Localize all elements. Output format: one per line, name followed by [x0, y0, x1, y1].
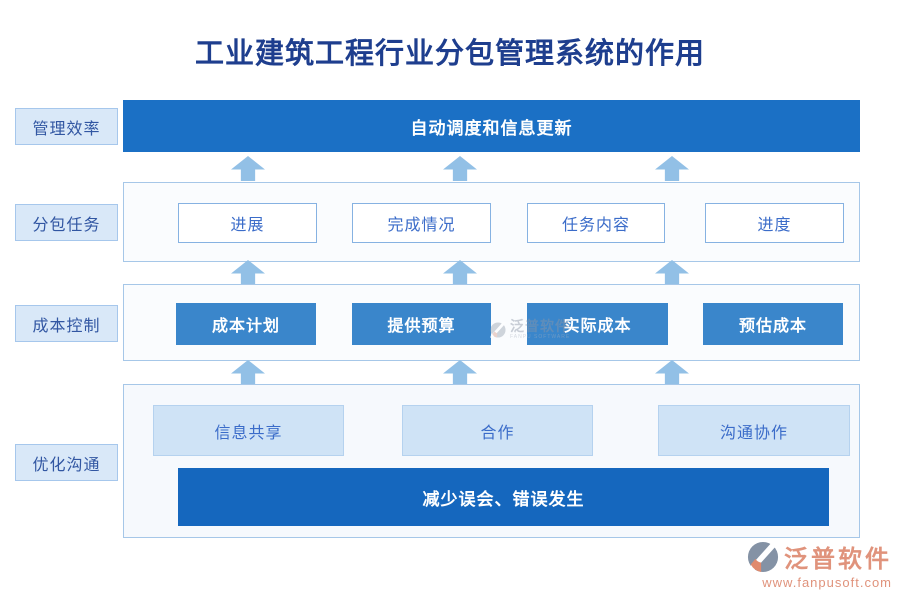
brand-watermark: 泛普软件 www.fanpusoft.com	[747, 539, 892, 590]
cost-box-actual-cost: 实际成本	[527, 303, 668, 345]
task-box-task-content: 任务内容	[527, 203, 665, 243]
watermark-name: 泛普软件	[510, 318, 570, 334]
row-container-subcontract-tasks: 进展 完成情况 任务内容 进度	[123, 182, 860, 262]
comm-box-communication-collaboration: 沟通协作	[658, 405, 850, 456]
up-arrow-icon	[443, 156, 477, 181]
row-label-optimize-communication: 优化沟通	[15, 444, 118, 481]
fanpu-logo-icon	[490, 321, 506, 338]
brand-name: 泛普软件	[784, 547, 892, 573]
up-arrow-icon	[443, 360, 477, 385]
comm-box-information-sharing: 信息共享	[153, 405, 344, 456]
center-watermark: 泛普软件 FANPU SOFTWARE	[490, 319, 570, 340]
banner-auto-scheduling: 自动调度和信息更新	[123, 100, 860, 152]
cost-box-provide-budget: 提供预算	[352, 303, 491, 345]
up-arrow-icon	[231, 156, 265, 181]
task-box-completion-status: 完成情况	[352, 203, 491, 243]
fanpu-logo-icon	[747, 540, 779, 573]
task-box-progress: 进展	[178, 203, 317, 243]
up-arrow-icon	[655, 156, 689, 181]
up-arrow-icon	[655, 360, 689, 385]
row-container-cost-control: 成本计划 提供预算 实际成本 预估成本	[123, 284, 860, 361]
task-box-schedule: 进度	[705, 203, 844, 243]
row-container-optimize-communication: 信息共享 合作 沟通协作 减少误会、错误发生	[123, 384, 860, 538]
up-arrow-icon	[655, 260, 689, 285]
up-arrow-icon	[231, 360, 265, 385]
cost-box-estimated-cost: 预估成本	[703, 303, 843, 345]
up-arrow-icon	[443, 260, 477, 285]
cost-box-cost-plan: 成本计划	[176, 303, 316, 345]
row-label-subcontract-tasks: 分包任务	[15, 204, 118, 241]
page-title: 工业建筑工程行业分包管理系统的作用	[194, 38, 705, 70]
watermark-subtitle: FANPU SOFTWARE	[510, 334, 571, 340]
row-label-cost-control: 成本控制	[15, 305, 118, 342]
up-arrow-icon	[231, 260, 265, 285]
comm-box-cooperation: 合作	[402, 405, 593, 456]
brand-url: www.fanpusoft.com	[762, 575, 892, 590]
row-label-management-efficiency: 管理效率	[15, 108, 118, 145]
banner-reduce-misunderstanding: 减少误会、错误发生	[178, 468, 829, 526]
